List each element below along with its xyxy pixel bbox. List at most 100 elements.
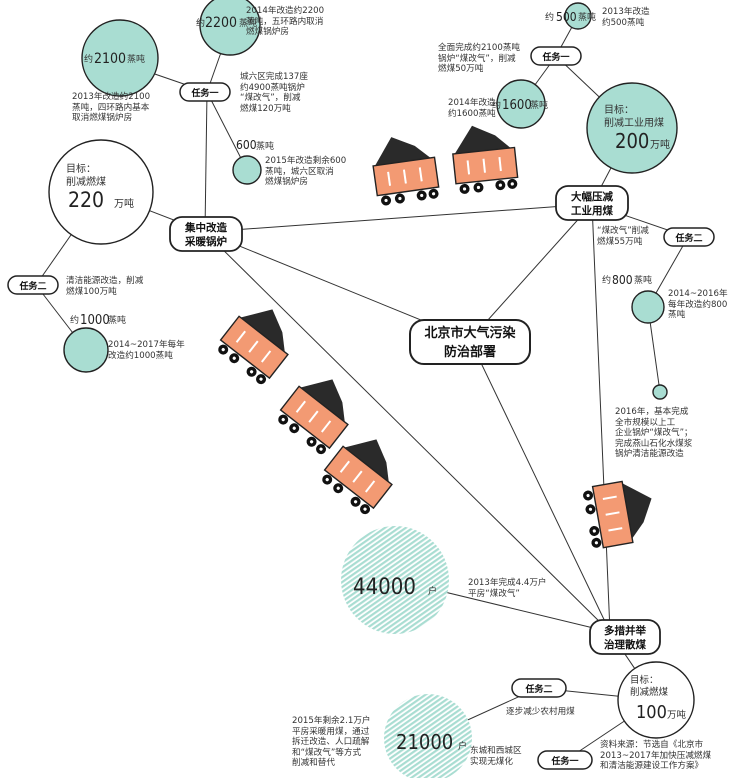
boilers-2015-unit: 蒸吨 — [256, 140, 274, 152]
scatter-2013-circle — [341, 526, 449, 634]
center-line2: 防治部署 — [444, 344, 496, 360]
coal-pile — [622, 483, 652, 539]
boilers-2013-note: 2013年改造约2100 蒸吨，四环路内基本 取消燃煤锅炉房 — [72, 92, 151, 124]
truck-hub — [325, 477, 329, 482]
source-note: 资料来源：节选自《北京市 2013~2017年加快压减燃煤 和清洁能源建设工作方… — [600, 740, 712, 772]
scatter-pill — [589, 619, 661, 655]
scatter-task2-label: 任务二 — [524, 683, 552, 695]
industry-2013-prefix: 约 — [545, 11, 554, 23]
boilers-2014-prefix: 约 — [196, 17, 205, 29]
industry-goal-circle — [586, 82, 678, 174]
truck-hub — [431, 192, 436, 196]
industry-line1: 大幅压减 — [571, 190, 613, 203]
industry-2014-value: 1600 — [502, 98, 532, 113]
scatter-task1-note: 东城和西城区 实现无煤化 — [470, 746, 522, 767]
industry-2016-note: 2016年，基本完成 全市规模以上工 企业锅炉“煤改气”； 完成燕山石化水煤浆 … — [615, 407, 693, 460]
industry-task2-label: 任务二 — [674, 232, 702, 244]
truck-hub — [384, 198, 388, 203]
industry-2014-circle — [496, 79, 546, 129]
boilers-task2-note: 清洁能源改造，削减 燃煤100万吨 — [66, 276, 144, 297]
truck-hub — [462, 187, 467, 191]
scatter-2015-value: 21000 — [396, 730, 453, 754]
boilers-2014-note: 2014年改造约2200 蒸吨，五环路内取消 燃煤锅炉房 — [246, 6, 325, 38]
scatter-task1-label: 任务一 — [550, 755, 578, 767]
truck-slat — [498, 156, 502, 172]
coal-truck — [583, 480, 652, 549]
boilers-task2-label: 任务二 — [18, 280, 46, 292]
scatter-goal-label: 目标： — [630, 674, 659, 686]
industry-goal-sub: 削减工业用煤 — [604, 116, 664, 129]
truck-hub — [232, 356, 236, 360]
boilers-line2: 采暖锅炉 — [184, 235, 227, 248]
truck-slat — [387, 171, 392, 186]
boilers-task2-pill — [7, 275, 59, 295]
scatter-2015-note: 2015年剩余2.1万户 平房采暖用煤，通过 拆迁改造、人口疏解 和“煤改气”等… — [292, 716, 371, 769]
industry-2014-unit: 蒸吨 — [530, 99, 548, 111]
scatter-2013-unit: 户 — [428, 585, 437, 597]
truck-hub — [319, 447, 323, 451]
truck-slat — [605, 511, 620, 516]
boilers-2015-note: 2015年改造剩余600 蒸吨，城六区取消 燃煤锅炉房 — [265, 156, 347, 188]
boilers-goal-circle — [48, 139, 154, 245]
scatter-2015-circle — [384, 694, 472, 778]
scatter-goal-unit: 万吨 — [667, 709, 687, 721]
scatter-line1: 多措并举 — [604, 624, 646, 637]
coal-pile — [300, 379, 345, 423]
truck-hub — [249, 370, 254, 374]
truck-hub — [353, 500, 358, 504]
truck-hub — [510, 182, 514, 186]
boilers-1417-value: 1000 — [80, 313, 110, 328]
scatter-goal-circle — [617, 661, 695, 739]
boilers-line1: 集中改造 — [184, 221, 227, 234]
coal-truck — [372, 137, 440, 206]
boilers-task1-pill — [179, 82, 231, 102]
truck-hub — [363, 507, 367, 511]
industry-2014-prefix: 约 — [492, 99, 501, 111]
industry-2013-circle — [564, 2, 592, 30]
scatter-goal-sub: 削减燃煤 — [630, 686, 669, 698]
truck-hub — [259, 377, 263, 381]
boilers-1417-unit: 蒸吨 — [108, 314, 126, 326]
industry-2013-value: 500 — [556, 10, 577, 24]
boilers-2013-circle — [81, 19, 159, 97]
truck-hub — [336, 486, 340, 490]
industry-2014-note: 2014年改造 约1600蒸吨 — [448, 98, 496, 119]
scatter-task1-pill — [537, 750, 593, 770]
truck-slat — [339, 460, 350, 473]
industry-1416-circle — [631, 290, 665, 324]
truck-body — [452, 146, 519, 185]
truck-slat — [320, 420, 332, 433]
boilers-goal-sub: 削减燃煤 — [66, 175, 106, 188]
truck-hub — [592, 529, 596, 533]
scatter-line2: 治理散煤 — [604, 638, 646, 651]
boilers-1417-note: 2014~2017年每年 改造约1000蒸吨 — [108, 340, 185, 361]
truck-hub — [281, 417, 285, 422]
boilers-goal-label: 目标： — [66, 163, 96, 175]
scatter-task2-pill — [511, 678, 567, 698]
industry-goal-label: 目标： — [604, 104, 634, 116]
scatter-2013-note: 2013年完成4.4万户 平房“煤改气” — [468, 578, 547, 599]
boilers-2014-circle — [199, 0, 261, 56]
coal-truck — [278, 379, 349, 455]
truck-hub — [586, 493, 590, 498]
industry-1416-value: 800 — [612, 273, 633, 287]
coal-truck — [322, 439, 393, 515]
industry-goal-value: 200 — [615, 129, 649, 153]
industry-line2: 工业用煤 — [571, 204, 613, 217]
industry-task2-pill — [663, 227, 715, 247]
truck-slat — [248, 340, 259, 353]
truck-slat — [602, 495, 617, 500]
coal-truck — [452, 125, 519, 194]
coal-pile — [344, 439, 389, 483]
truck-body — [372, 156, 440, 197]
truck-slat — [466, 160, 471, 175]
pills: 北京市大气污染 防治部署 集中改造 采暖锅炉 大幅压减 工业用煤 多措并举 治理… — [7, 46, 715, 770]
truck-slat — [418, 167, 423, 182]
truck-hub — [498, 183, 502, 187]
truck-slat — [260, 350, 272, 363]
coal-trucks — [218, 125, 652, 549]
boilers-2014-unit: 蒸吨 — [239, 17, 257, 29]
boilers-pill — [169, 216, 243, 252]
scatter-2015-unit: 户 — [458, 740, 467, 752]
